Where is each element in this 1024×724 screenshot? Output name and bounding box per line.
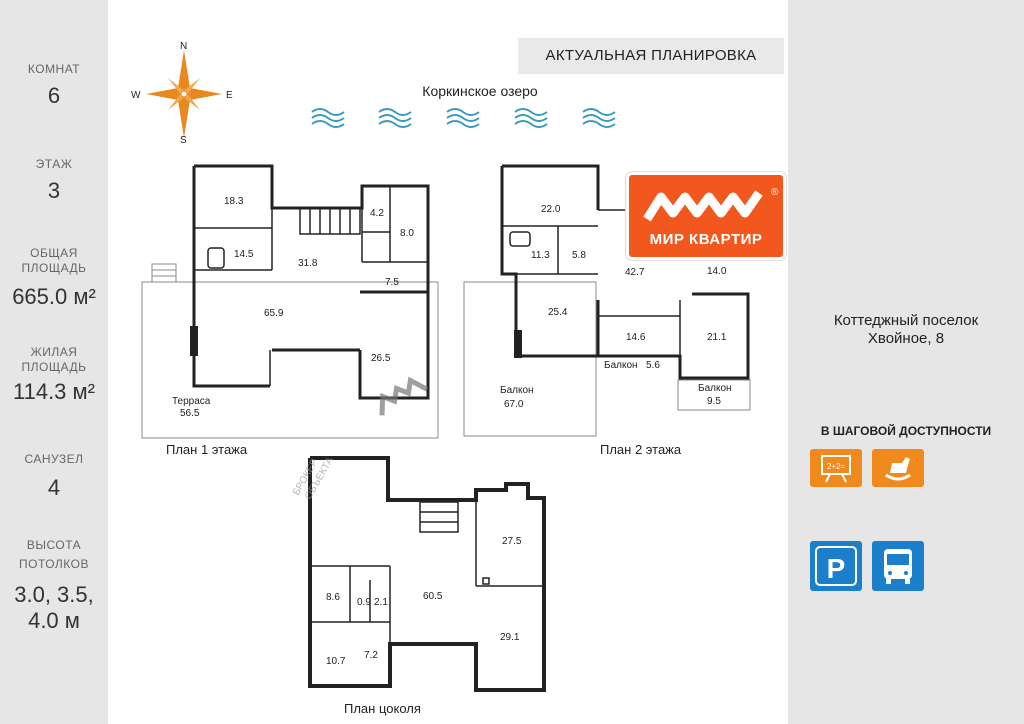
room-29-1: 29.1 <box>500 632 520 643</box>
ceiling-value-1: 3.0, 3.5, <box>14 582 94 607</box>
location-sidebar: Коттеджный поселок Хвойное, 8 В ШАГОВОЙ … <box>788 0 1024 724</box>
room-26-5: 26.5 <box>371 353 391 364</box>
school-icon: 2+2= <box>810 449 862 487</box>
mir-kvartir-logo: ® МИР КВАРТИР <box>626 172 786 260</box>
address-line-2: Хвойное, 8 <box>867 330 945 347</box>
ceiling-label-2: ПОТОЛКОВ <box>18 557 90 571</box>
basement-plan: 27.5 60.5 8.6 0.9 2.1 29.1 10.7 7.2 <box>308 456 546 692</box>
rooms-label: КОМНАТ <box>27 62 81 76</box>
room-31-8: 31.8 <box>298 258 318 269</box>
balcony-big-area: 67.0 <box>504 399 524 410</box>
parking-icon: P <box>810 541 862 591</box>
rooms-stat: КОМНАТ 6 <box>0 62 108 109</box>
watermark-logo-icon <box>379 376 429 416</box>
bathrooms-label: САНУЗЕЛ <box>24 452 84 466</box>
room-42-7: 42.7 <box>625 267 645 278</box>
balcony-big-label: Балкон <box>500 385 534 396</box>
bathrooms-value: 4 <box>47 475 61 500</box>
balcony-right-area: 9.5 <box>707 396 721 407</box>
address: Коттеджный поселок Хвойное, 8 <box>788 312 1024 348</box>
floor-1-plan: 18.3 14.5 31.8 4.2 8.0 7.5 65.9 26.5 Тер… <box>141 164 439 439</box>
lake-label: Коркинское озеро <box>422 83 538 99</box>
school-board-text: 2+2= <box>827 462 846 471</box>
room-5-8: 5.8 <box>572 250 586 261</box>
rooms-value: 6 <box>47 83 61 108</box>
basement-caption: План цоколя <box>344 701 421 716</box>
room-18-3: 18.3 <box>224 196 244 207</box>
room-4-2: 4.2 <box>370 208 384 219</box>
floor-stat: ЭТАЖ 3 <box>0 157 108 204</box>
property-stats-sidebar: КОМНАТ 6 ЭТАЖ 3 ОБЩАЯ ПЛОЩАДЬ 665.0 м² Ж… <box>0 0 108 724</box>
compass-icon: N S W E <box>131 41 233 146</box>
kindergarten-icon <box>872 449 924 487</box>
ceiling-label-1: ВЫСОТА <box>26 538 82 552</box>
floor-2-caption: План 2 этажа <box>600 442 682 457</box>
compass-n: N <box>180 41 187 52</box>
room-7-5: 7.5 <box>385 277 399 288</box>
room-21-1: 21.1 <box>707 332 727 343</box>
living-area-label-2: ПЛОЩАДЬ <box>21 360 87 374</box>
room-8-6: 8.6 <box>326 592 340 603</box>
bathrooms-stat: САНУЗЕЛ 4 <box>0 452 108 501</box>
compass-s: S <box>180 135 187 146</box>
living-area-label-1: ЖИЛАЯ <box>30 345 78 359</box>
room-14-0: 14.0 <box>707 266 727 277</box>
parking-letter: P <box>827 553 846 584</box>
terrace-label: Терраса <box>172 396 211 407</box>
room-25-4: 25.4 <box>548 307 568 318</box>
room-27-5: 27.5 <box>502 536 522 547</box>
ceiling-height-stat: ВЫСОТА ПОТОЛКОВ 3.0, 3.5, 4.0 м <box>0 538 108 634</box>
room-2-1: 2.1 <box>374 597 388 608</box>
brand-logo-icon: ® <box>643 187 779 222</box>
floor-1-caption: План 1 этажа <box>166 442 248 457</box>
room-8-0: 8.0 <box>400 228 414 239</box>
room-7-2: 7.2 <box>364 650 378 661</box>
water-waves-icon <box>311 108 616 128</box>
bus-stop-icon <box>872 541 924 591</box>
logo-text: МИР КВАРТИР <box>649 231 763 248</box>
total-area-label-2: ПЛОЩАДЬ <box>21 261 87 275</box>
room-14-6: 14.6 <box>626 332 646 343</box>
room-65-9: 65.9 <box>264 308 284 319</box>
walking-distance-title: В ШАГОВОЙ ДОСТУПНОСТИ <box>820 424 992 438</box>
actual-layout-tag: АКТУАЛЬНАЯ ПЛАНИРОВКА <box>518 38 784 74</box>
balcony-right-label: Балкон <box>698 383 732 394</box>
floor-label: ЭТАЖ <box>35 157 73 171</box>
address-line-1: Коттеджный поселок <box>833 312 979 329</box>
room-10-7: 10.7 <box>326 656 346 667</box>
total-area-label-1: ОБЩАЯ <box>30 246 78 260</box>
ceiling-value-2: 4.0 м <box>28 608 80 633</box>
room-0-9: 0.9 <box>357 597 371 608</box>
room-14-5: 14.5 <box>234 249 254 260</box>
living-area-stat: ЖИЛАЯ ПЛОЩАДЬ 114.3 м² <box>0 345 108 405</box>
floor-2-plan: 22.0 11.3 5.8 42.7 14.0 25.4 14.6 21.1 Б… <box>463 164 751 437</box>
compass-e: E <box>226 90 233 101</box>
balcony-small-label: Балкон <box>604 360 638 371</box>
total-area-value: 665.0 м² <box>12 284 96 309</box>
room-11-3: 11.3 <box>531 250 550 261</box>
room-22-0: 22.0 <box>541 204 561 215</box>
logo-registered-mark: ® <box>771 187 779 198</box>
room-60-5: 60.5 <box>423 591 443 602</box>
compass-w: W <box>131 90 141 101</box>
total-area-stat: ОБЩАЯ ПЛОЩАДЬ 665.0 м² <box>0 246 108 310</box>
balcony-small-area: 5.6 <box>646 360 660 371</box>
terrace-area: 56.5 <box>180 408 200 419</box>
living-area-value: 114.3 м² <box>13 379 95 404</box>
floor-value: 3 <box>47 178 61 203</box>
